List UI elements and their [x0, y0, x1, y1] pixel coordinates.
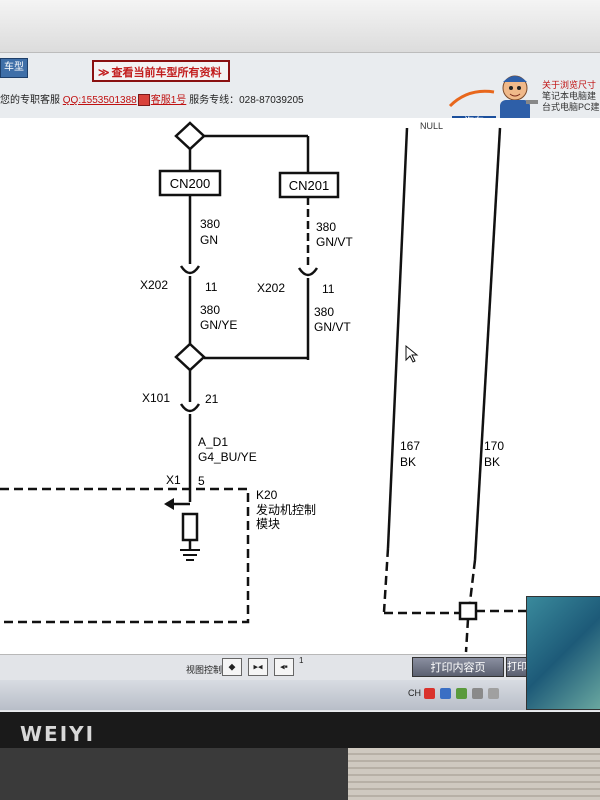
- view-fit-button[interactable]: ◆: [222, 658, 242, 676]
- browser-toolbar: [0, 0, 600, 53]
- fit-icon: ◆: [228, 661, 236, 672]
- print-button[interactable]: 打印: [506, 657, 528, 677]
- service-hotline: 服务专线：028-87039205: [189, 95, 304, 106]
- wire-color: BK: [400, 455, 416, 469]
- wire-circuit: A_D1: [198, 435, 228, 449]
- wire-color: GN: [200, 233, 218, 247]
- wire-segment: [464, 618, 470, 653]
- wire-color: G4_BU/YE: [198, 450, 257, 464]
- qq-link[interactable]: QQ:1553501388: [62, 95, 137, 106]
- connector-cn201-label: CN201: [289, 178, 329, 193]
- pin-number: 11: [205, 280, 218, 294]
- terminal-x101: [179, 403, 201, 413]
- service-info: 您的专职客服 QQ:1553501388 客服1号 服务专线：028-870392…: [0, 92, 440, 110]
- wire-color: GN/VT: [316, 235, 353, 249]
- wire-circuit: 380: [316, 220, 336, 234]
- wire-circuit: 380: [314, 305, 334, 319]
- keyboard: [348, 748, 600, 800]
- module-code: K20: [256, 488, 278, 502]
- terminal-x202-left: [179, 265, 201, 275]
- module-name: 发动机控制: [256, 502, 316, 517]
- note-title[interactable]: 关于浏览尺寸: [542, 80, 597, 90]
- view-all-label: 查看当前车型所有资料: [111, 67, 222, 79]
- view-control-label: 视图控制: [186, 665, 223, 675]
- volume-icon[interactable]: [488, 688, 499, 699]
- pin-connector: X202: [257, 281, 285, 295]
- splice-diamond: [174, 342, 206, 372]
- view-all-model-docs-button[interactable]: ≫查看当前车型所有资料: [92, 60, 230, 82]
- ground-icon: [180, 549, 200, 561]
- sogou-icon[interactable]: [424, 688, 435, 699]
- module-boundary: [0, 487, 250, 624]
- taskbar: [0, 680, 600, 710]
- chat-icon[interactable]: [137, 94, 150, 107]
- overlapping-window-thumbnail[interactable]: [526, 596, 600, 710]
- browse-size-note: 关于浏览尺寸 笔记本电脑建 台式电脑PC建: [542, 80, 600, 113]
- pin-number: 5: [198, 474, 205, 488]
- page-number: 1: [299, 656, 304, 665]
- print-content-button[interactable]: 打印内容页: [412, 657, 504, 677]
- model-button[interactable]: 车型: [0, 58, 28, 78]
- note-line: 台式电脑PC建: [542, 102, 600, 112]
- view-expand-button[interactable]: ▸◂: [248, 658, 268, 676]
- wire-color: BK: [484, 455, 500, 469]
- pin-number: 21: [205, 392, 219, 406]
- module-name: 模块: [256, 517, 280, 531]
- wire-segment: [386, 127, 409, 549]
- wire-segment: [468, 559, 477, 603]
- wire-color: GN/YE: [200, 318, 237, 332]
- wire-segment: [382, 547, 390, 613]
- pin-connector: X202: [140, 278, 168, 292]
- diagram-panel: [0, 118, 600, 658]
- screen: 车型 ≫查看当前车型所有资料 您的专职客服 QQ:1553501388 客服1号 …: [0, 0, 600, 712]
- note-line: 笔记本电脑建: [542, 91, 597, 101]
- double-chevron-icon: ≫: [98, 67, 110, 79]
- wiring-diagram: CN200 CN201 380 GN 380 GN/VT X202 11 X20…: [0, 121, 530, 653]
- ime-indicator[interactable]: CH: [408, 688, 421, 698]
- splice-diamond: [174, 121, 206, 151]
- wire-circuit: 380: [200, 217, 220, 231]
- null-label: NULL: [420, 121, 444, 131]
- pin-connector: X1: [166, 473, 181, 487]
- service-prefix: 您的专职客服: [0, 95, 60, 106]
- brand-logo-swoosh: [448, 89, 495, 108]
- resistor-icon: [181, 512, 199, 542]
- wire-circuit: 170: [484, 439, 504, 453]
- pin-connector: X101: [142, 391, 170, 405]
- wire-color: GN/VT: [314, 320, 351, 334]
- monitor-brand-logo: WEIYI: [20, 722, 96, 746]
- tray-app-icon[interactable]: [440, 688, 451, 699]
- wire-circuit: 380: [200, 303, 220, 317]
- wire-circuit: 167: [400, 439, 420, 453]
- connector-cn200-label: CN200: [170, 176, 210, 191]
- tray-app-icon[interactable]: [456, 688, 467, 699]
- next-icon: ◂▪: [280, 661, 288, 672]
- kefu-link[interactable]: 客服1号: [150, 95, 187, 106]
- terminal-x202-right: [297, 267, 319, 277]
- pin-number: 11: [322, 282, 335, 296]
- expand-icon: ▸◂: [253, 661, 263, 672]
- splice-square: [458, 601, 478, 621]
- network-icon[interactable]: [472, 688, 483, 699]
- wire-segment: [473, 127, 502, 561]
- view-next-button[interactable]: ◂▪: [274, 658, 294, 676]
- arrow-head-icon: [164, 498, 174, 510]
- cursor-icon: [405, 344, 419, 363]
